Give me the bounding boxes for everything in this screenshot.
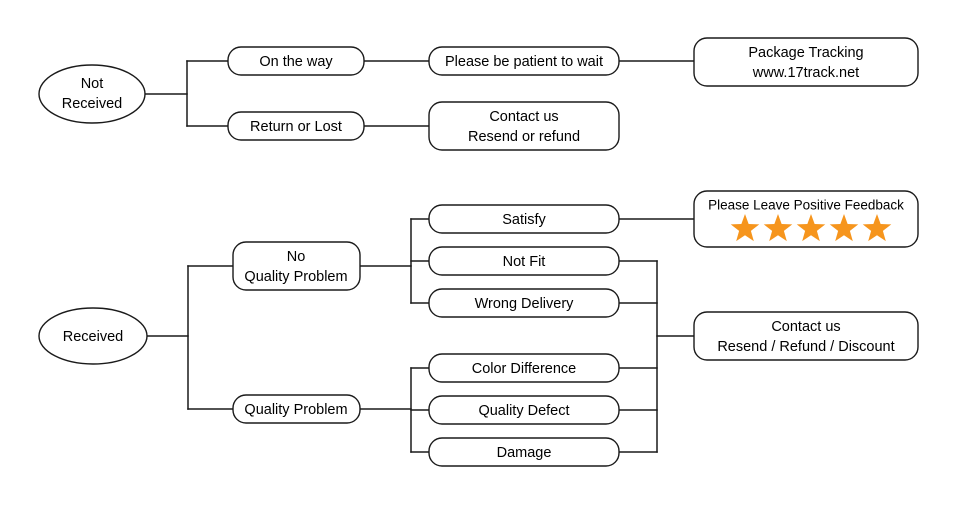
return-or-lost-box[interactable] [227,111,365,141]
star-icon[interactable] [796,214,826,242]
node-on-the-way[interactable]: On the way [227,46,365,76]
connectors-received [146,218,695,453]
wrong-delivery-box[interactable] [428,288,620,318]
not-fit-label: Not Fit [503,254,546,270]
star-icon[interactable] [730,214,760,242]
node-return-or-lost[interactable]: Return or Lost [227,111,365,141]
on-the-way-box[interactable] [227,46,365,76]
on-the-way-label: On the way [259,54,333,70]
no-quality-problem-box[interactable] [232,241,361,291]
quality-problem-box[interactable] [232,394,361,424]
package-tracking-label-line1: Package Tracking [748,45,863,61]
not-received-label-line1: Not [81,76,104,92]
quality-problem-label: Quality Problem [244,402,347,418]
wrong-delivery-label: Wrong Delivery [475,296,575,312]
star-icon[interactable] [763,214,793,242]
node-package-tracking[interactable]: Package Tracking www.17track.net [693,37,919,87]
damage-box[interactable] [428,437,620,467]
satisfy-box[interactable] [428,204,620,234]
node-satisfy[interactable]: Satisfy [428,204,620,234]
not-received-label-line2: Received [62,96,122,112]
node-damage[interactable]: Damage [428,437,620,467]
damage-label: Damage [497,445,552,461]
received-label: Received [63,329,123,345]
star-icon[interactable] [862,214,892,242]
node-contact-resend-refund-discount[interactable]: Contact us Resend / Refund / Discount [693,311,919,361]
node-wrong-delivery[interactable]: Wrong Delivery [428,288,620,318]
contact-resend-refund-label-line1: Contact us [489,109,558,125]
no-quality-problem-label-line2: Quality Problem [244,269,347,285]
contact-resend-refund-label-line2: Resend or refund [468,129,580,145]
connectors-not-received [144,60,695,127]
contact-discount-label-line1: Contact us [771,319,840,335]
node-quality-problem[interactable]: Quality Problem [232,394,361,424]
node-received[interactable]: Received [38,307,148,365]
not-fit-box[interactable] [428,246,620,276]
please-be-patient-label: Please be patient to wait [445,54,603,70]
color-difference-box[interactable] [428,353,620,383]
contact-resend-refund-box[interactable] [428,101,620,151]
node-not-received[interactable]: Not Received [38,64,146,124]
contact-resend-refund-discount-box[interactable] [693,311,919,361]
node-no-quality-problem[interactable]: No Quality Problem [232,241,361,291]
node-please-be-patient[interactable]: Please be patient to wait [428,46,620,76]
not-received-ellipse[interactable] [38,64,146,124]
package-tracking-box[interactable] [693,37,919,87]
star-icon[interactable] [829,214,859,242]
node-color-difference[interactable]: Color Difference [428,353,620,383]
node-not-fit[interactable]: Not Fit [428,246,620,276]
star-rating[interactable] [730,214,892,242]
received-ellipse[interactable] [38,307,148,365]
quality-defect-label: Quality Defect [478,403,569,419]
return-or-lost-label: Return or Lost [250,119,342,135]
please-be-patient-box[interactable] [428,46,620,76]
no-quality-problem-label-line1: No [287,249,306,265]
quality-defect-box[interactable] [428,395,620,425]
color-difference-label: Color Difference [472,361,577,377]
node-contact-resend-refund[interactable]: Contact us Resend or refund [428,101,620,151]
positive-feedback-label: Please Leave Positive Feedback [708,198,904,213]
node-positive-feedback[interactable]: Please Leave Positive Feedback [693,190,919,248]
package-tracking-url[interactable]: www.17track.net [752,65,859,81]
node-quality-defect[interactable]: Quality Defect [428,395,620,425]
contact-discount-label-line2: Resend / Refund / Discount [717,339,894,355]
satisfy-label: Satisfy [502,212,546,228]
